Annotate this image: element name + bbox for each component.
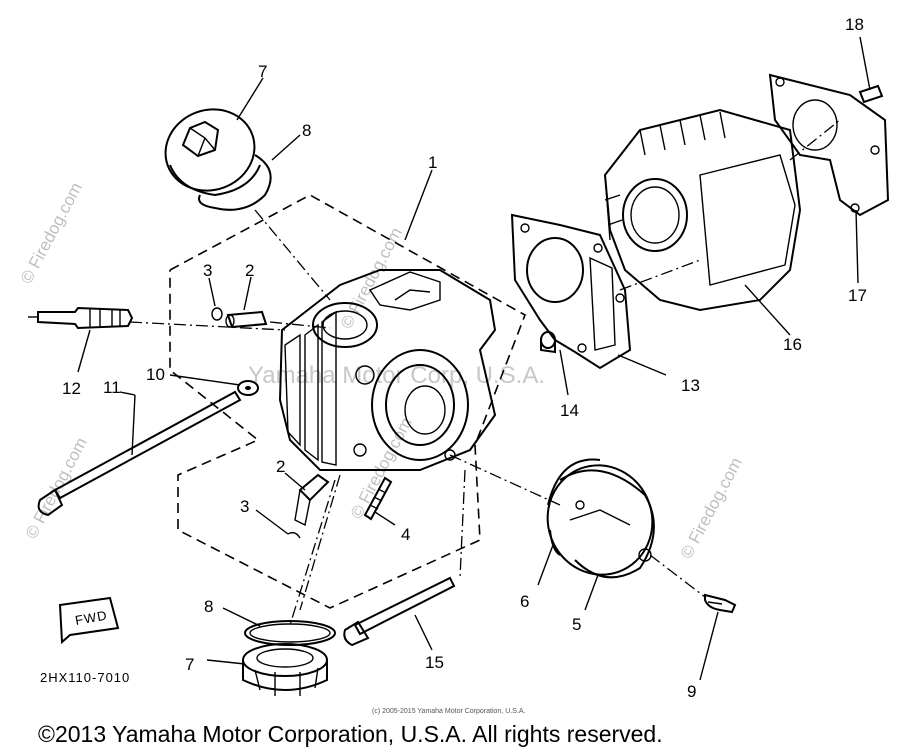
cylinder xyxy=(603,108,802,312)
bolt-15 xyxy=(343,576,456,647)
callout-10: 10 xyxy=(146,365,165,384)
callout-16: 16 xyxy=(783,335,802,354)
callout-12: 12 xyxy=(62,379,81,398)
stud xyxy=(363,476,393,521)
callout-2-bottom: 2 xyxy=(276,457,285,476)
footer-copyright: ©2013 Yamaha Motor Corporation, U.S.A. A… xyxy=(38,721,663,747)
fwd-arrow-icon: FWD xyxy=(58,596,120,645)
oil-cap-bottom xyxy=(242,643,328,696)
callout-3-top: 3 xyxy=(203,261,212,280)
side-cover xyxy=(546,464,655,579)
head-gasket xyxy=(510,213,632,370)
callout-2-top: 2 xyxy=(245,261,254,280)
bolt-9 xyxy=(704,593,737,614)
callout-9: 9 xyxy=(687,682,696,701)
washer xyxy=(237,380,259,396)
diagram-code: 2HX110-7010 xyxy=(40,670,130,685)
spark-plug xyxy=(28,306,134,330)
callout-5: 5 xyxy=(572,615,581,634)
callout-13: 13 xyxy=(681,376,700,395)
callout-18: 18 xyxy=(845,15,864,34)
assembly-outline xyxy=(169,194,526,609)
callouts: 1 2 2 3 3 4 5 6 7 7 8 8 9 10 11 12 13 14… xyxy=(62,15,867,701)
callout-15: 15 xyxy=(425,653,444,672)
dowel-top xyxy=(225,310,268,329)
watermark-bottom-left: © Firedog.com xyxy=(22,434,91,542)
callout-3-bottom: 3 xyxy=(240,497,249,516)
callout-1: 1 xyxy=(428,153,437,172)
watermark-right: © Firedog.com xyxy=(677,454,746,562)
long-bolt xyxy=(37,390,242,517)
o-ring-top xyxy=(198,154,272,211)
o-ring-bottom xyxy=(244,620,336,646)
small-copyright: (c) 2005-2015 Yamaha Motor Corporation, … xyxy=(372,708,525,715)
cylinder-head xyxy=(278,269,497,471)
dowel-bottom xyxy=(294,473,330,527)
clip-3-top xyxy=(211,307,223,321)
callout-7-top: 7 xyxy=(258,62,267,81)
watermark-center-bottom: © Firedog.com xyxy=(347,414,416,522)
callout-8-bottom: 8 xyxy=(204,597,213,616)
base-gasket xyxy=(768,73,890,217)
callout-17: 17 xyxy=(848,286,867,305)
dowel-18 xyxy=(858,84,884,104)
cover-gasket xyxy=(547,458,601,556)
fwd-label: FWD xyxy=(74,608,109,628)
alignment-lines xyxy=(129,119,841,626)
oil-cap-top xyxy=(164,108,261,197)
callout-14: 14 xyxy=(560,401,579,420)
callout-4: 4 xyxy=(401,525,410,544)
clip-3-bottom xyxy=(287,531,301,539)
callout-8-top: 8 xyxy=(302,121,311,140)
leader-lines xyxy=(77,36,871,681)
callout-7-bottom: 7 xyxy=(185,655,194,674)
dowel-14 xyxy=(540,331,556,354)
watermark-left: © Firedog.com xyxy=(17,179,86,287)
callout-6: 6 xyxy=(520,592,529,611)
callout-11: 11 xyxy=(103,378,121,397)
